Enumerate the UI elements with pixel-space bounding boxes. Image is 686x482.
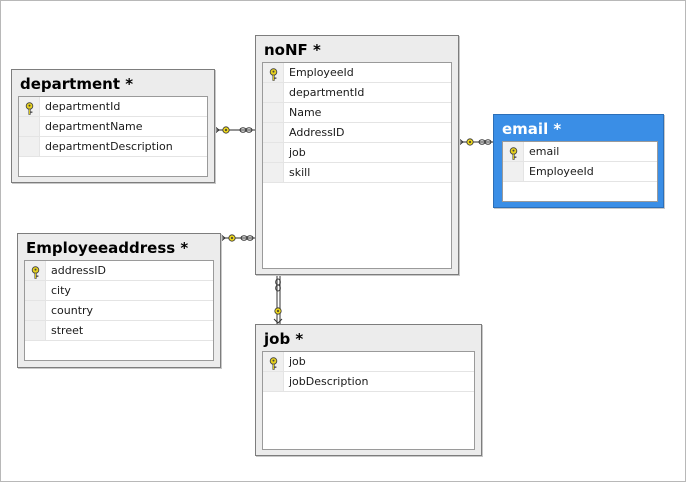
column-row[interactable]: country — [25, 301, 213, 321]
row-selector[interactable] — [19, 137, 40, 156]
column-name: EmployeeId — [529, 165, 594, 178]
column-grid: job jobDescription — [262, 351, 475, 450]
column-name: city — [51, 284, 71, 297]
row-selector[interactable] — [25, 321, 46, 340]
row-selector[interactable] — [263, 143, 284, 162]
table-title: noNF * — [264, 41, 321, 59]
row-selector[interactable] — [263, 352, 284, 371]
row-selector[interactable] — [263, 63, 284, 82]
column-grid: addressID city country street — [24, 260, 214, 361]
row-selector[interactable] — [19, 117, 40, 136]
column-row[interactable]: street — [25, 321, 213, 341]
table-employeeaddress[interactable]: Employeeaddress * addressID city country st… — [17, 233, 221, 368]
row-selector[interactable] — [25, 301, 46, 320]
column-name: country — [51, 304, 94, 317]
table-job[interactable]: job * job jobDescription — [255, 324, 482, 456]
key-icon — [24, 100, 35, 115]
row-selector[interactable] — [503, 142, 524, 161]
row-selector[interactable] — [25, 261, 46, 280]
column-row[interactable]: jobDescription — [263, 372, 474, 392]
column-row[interactable]: departmentId — [263, 83, 451, 103]
column-row[interactable]: departmentName — [19, 117, 207, 137]
key-icon — [268, 355, 279, 370]
column-name: EmployeeId — [289, 66, 354, 79]
column-row[interactable]: EmployeeId — [503, 162, 657, 182]
column-name: email — [529, 145, 560, 158]
column-name: job — [289, 355, 306, 368]
key-icon — [274, 307, 282, 315]
row-selector[interactable] — [263, 83, 284, 102]
relationship-nonf-job[interactable] — [273, 274, 283, 324]
key-icon — [222, 126, 230, 134]
column-name: addressID — [51, 264, 106, 277]
row-selector[interactable] — [263, 123, 284, 142]
column-name: departmentDescription — [45, 140, 173, 153]
row-selector[interactable] — [19, 97, 40, 116]
table-title: email * — [502, 120, 562, 138]
relationship-employeeaddress-nonf[interactable] — [219, 233, 256, 243]
table-title: Employeeaddress * — [26, 239, 189, 257]
key-icon — [466, 138, 474, 146]
column-row[interactable]: departmentId — [19, 97, 207, 117]
column-name: departmentName — [45, 120, 143, 133]
row-selector[interactable] — [263, 103, 284, 122]
column-name: jobDescription — [289, 375, 369, 388]
relationship-nonf-email[interactable] — [457, 137, 494, 147]
column-row[interactable]: Name — [263, 103, 451, 123]
column-name: departmentId — [45, 100, 121, 113]
column-row[interactable]: EmployeeId — [263, 63, 451, 83]
column-row[interactable]: job — [263, 352, 474, 372]
column-row[interactable]: departmentDescription — [19, 137, 207, 157]
relationship-department-nonf[interactable] — [213, 125, 256, 135]
column-grid: departmentId departmentName departmentDesc… — [18, 96, 208, 177]
row-selector[interactable] — [263, 372, 284, 391]
column-row[interactable]: city — [25, 281, 213, 301]
table-title: department * — [20, 75, 134, 93]
table-title: job * — [264, 330, 304, 348]
column-name: skill — [289, 166, 311, 179]
column-name: departmentId — [289, 86, 365, 99]
row-selector[interactable] — [263, 163, 284, 182]
column-name: job — [289, 146, 306, 159]
column-row[interactable]: job — [263, 143, 451, 163]
column-row[interactable]: addressID — [25, 261, 213, 281]
column-row[interactable]: email — [503, 142, 657, 162]
column-name: street — [51, 324, 84, 337]
key-icon — [30, 264, 41, 279]
key-icon — [228, 234, 236, 242]
column-row[interactable]: AddressID — [263, 123, 451, 143]
row-selector[interactable] — [503, 162, 524, 181]
row-selector[interactable] — [25, 281, 46, 300]
column-row[interactable]: skill — [263, 163, 451, 183]
column-name: Name — [289, 106, 322, 119]
column-name: AddressID — [289, 126, 345, 139]
key-icon — [508, 145, 519, 160]
key-icon — [268, 66, 279, 81]
